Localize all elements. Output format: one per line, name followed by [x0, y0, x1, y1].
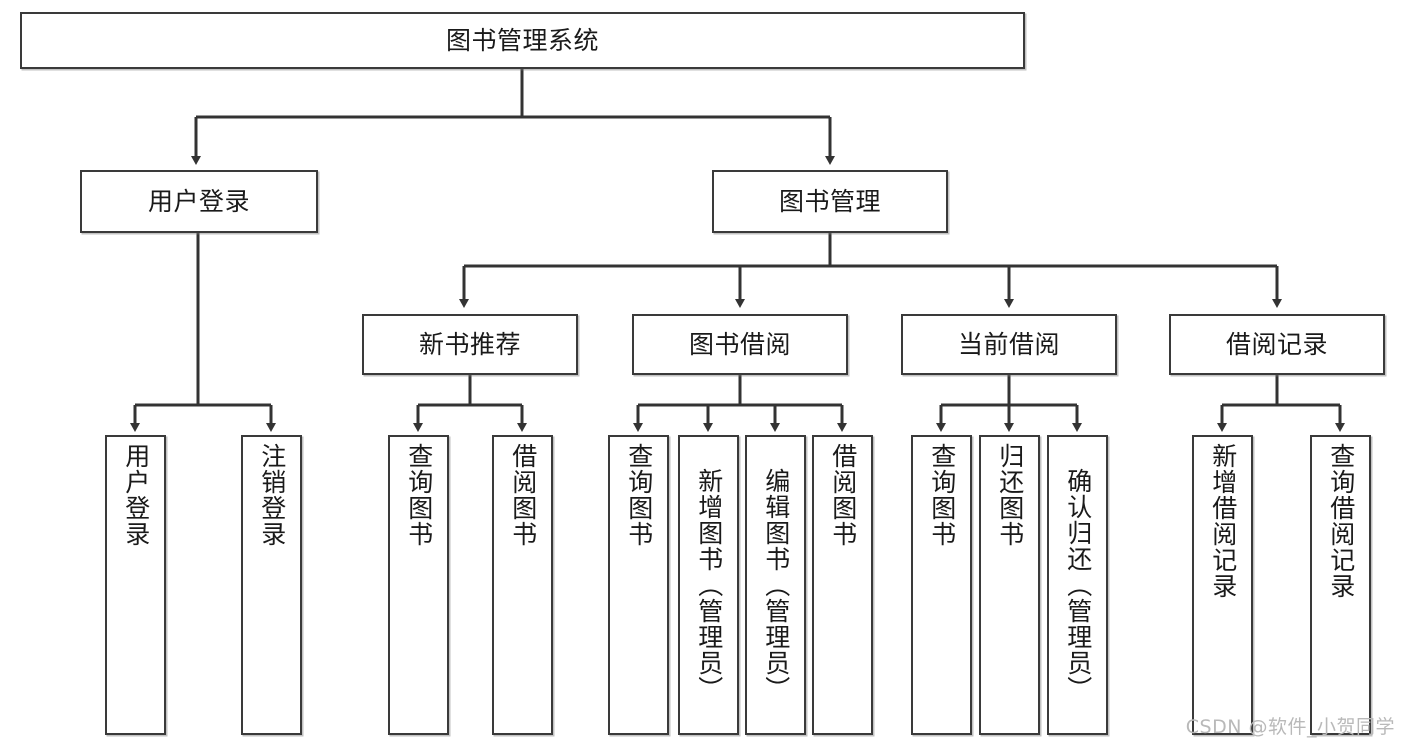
node-label: 当前借阅	[957, 329, 1060, 359]
leaf-logout[interactable]: 注销登录	[241, 435, 302, 735]
leaf-query-borrow-record[interactable]: 查询借阅记录	[1310, 435, 1371, 735]
leaf-return-books[interactable]: 归还图书	[979, 435, 1040, 735]
node-label: 新书推荐	[418, 329, 521, 359]
node-label: 归还图书	[995, 443, 1025, 547]
node-label: 用户登录	[121, 443, 151, 547]
leaf-add-book-admin[interactable]: 新增图书（管理员）	[678, 435, 739, 735]
node-label: 借阅图书	[828, 443, 858, 547]
leaf-borrow-books[interactable]: 借阅图书	[812, 435, 873, 735]
node-label: 新增图书（管理员）	[694, 468, 724, 702]
node-label: 图书管理系统	[445, 25, 599, 55]
node-label: 借阅记录	[1225, 329, 1328, 359]
node-label: 新增借阅记录	[1208, 443, 1238, 599]
leaf-user-login[interactable]: 用户登录	[105, 435, 166, 735]
node-label: 查询图书	[624, 443, 654, 547]
node-book-management[interactable]: 图书管理	[712, 170, 948, 233]
node-label: 注销登录	[257, 443, 287, 547]
leaf-borrow-books-recommend[interactable]: 借阅图书	[492, 435, 553, 735]
node-label: 查询借阅记录	[1326, 443, 1356, 599]
node-label: 查询图书	[927, 443, 957, 547]
node-label: 确认归还（管理员）	[1063, 468, 1093, 702]
node-label: 图书借阅	[688, 329, 791, 359]
node-borrow-records[interactable]: 借阅记录	[1169, 314, 1385, 375]
leaf-confirm-return-admin[interactable]: 确认归还（管理员）	[1047, 435, 1108, 735]
node-label: 查询图书	[404, 443, 434, 547]
leaf-add-borrow-record[interactable]: 新增借阅记录	[1192, 435, 1253, 735]
node-book-borrow[interactable]: 图书借阅	[632, 314, 848, 375]
node-label: 编辑图书（管理员）	[761, 468, 791, 702]
node-label: 用户登录	[147, 186, 250, 216]
leaf-query-books-borrow[interactable]: 查询图书	[608, 435, 669, 735]
leaf-query-books-recommend[interactable]: 查询图书	[388, 435, 449, 735]
node-current-borrow[interactable]: 当前借阅	[901, 314, 1117, 375]
node-user-login[interactable]: 用户登录	[80, 170, 318, 233]
node-label: 借阅图书	[508, 443, 538, 547]
node-new-book-recommend[interactable]: 新书推荐	[362, 314, 578, 375]
watermark-text: CSDN @软件_小贺同学	[1185, 716, 1395, 738]
leaf-edit-book-admin[interactable]: 编辑图书（管理员）	[745, 435, 806, 735]
node-label: 图书管理	[778, 186, 881, 216]
leaf-query-books-current[interactable]: 查询图书	[911, 435, 972, 735]
node-root-book-management-system[interactable]: 图书管理系统	[20, 12, 1025, 69]
